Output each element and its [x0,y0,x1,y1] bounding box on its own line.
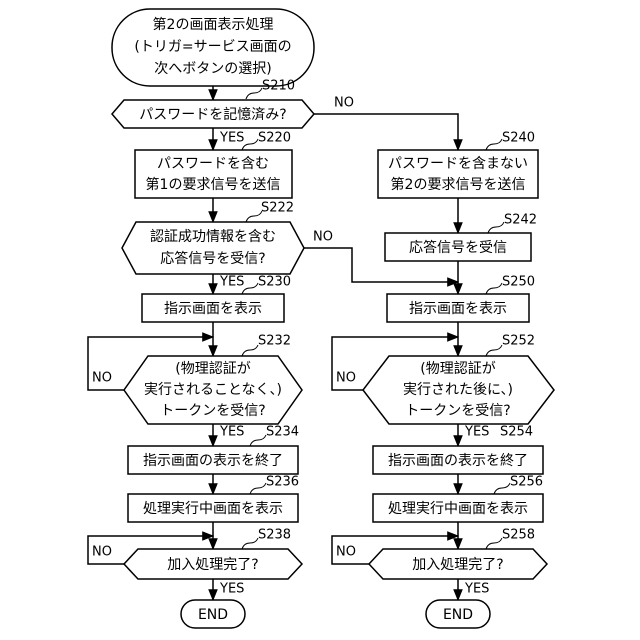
edge-label-s232-yes: YES [219,425,244,440]
step-label-s232: S232 [258,334,291,349]
step-label-s250: S250 [502,275,535,290]
step-label-s258: S258 [502,528,535,543]
process-s254: 指示画面の表示を終了 [373,446,543,474]
edge-label-s258-yes: YES [464,582,489,597]
edge-label-s258-no: NO [336,545,356,560]
svg-text:加入処理完了?: 加入処理完了? [167,557,258,573]
decision-s210: パスワードを記憶済み? [112,100,314,128]
edge-label-s238-yes: YES [219,582,244,597]
svg-text:次へボタンの選択): 次へボタンの選択) [154,61,271,77]
svg-text:第2の画面表示処理: 第2の画面表示処理 [153,16,274,33]
svg-text:(物理認証が: (物理認証が [175,361,250,377]
process-s236: 処理実行中画面を表示 [128,494,298,522]
step-label-s240: S240 [502,131,535,146]
process-s256: 処理実行中画面を表示 [373,494,543,522]
svg-text:実行された後に、): 実行された後に、) [403,382,513,398]
step-label-s230: S230 [258,275,291,290]
step-label-s234: S234 [266,425,299,440]
step-label-s210: S210 [262,79,295,94]
svg-text:認証成功情報を含む: 認証成功情報を含む [150,229,276,245]
svg-text:トークンを受信?: トークンを受信? [405,403,510,419]
step-label-s254: S254 [500,425,533,440]
svg-text:応答信号を受信?: 応答信号を受信? [160,250,265,267]
svg-text:応答信号を受信: 応答信号を受信 [409,239,507,256]
svg-text:処理実行中画面を表示: 処理実行中画面を表示 [143,501,283,517]
svg-text:パスワードを含まない: パスワードを含まない [388,156,528,172]
step-label-s238: S238 [258,528,291,543]
svg-text:指示画面を表示: 指示画面を表示 [164,301,262,317]
svg-text:指示画面の表示を終了: 指示画面の表示を終了 [388,453,528,469]
svg-text:加入処理完了?: 加入処理完了? [412,557,503,573]
process-s240: パスワードを含まない 第2の要求信号を送信 [378,150,538,198]
process-s220: パスワードを含む 第1の要求信号を送信 [135,150,292,198]
edge-label-s210-yes: YES [219,131,244,146]
edge-label-s232-no: NO [92,371,112,386]
process-s230: 指示画面を表示 [142,294,284,322]
decision-s238: 加入処理完了? [124,549,302,579]
edge-label-s252-yes: YES [464,425,489,440]
svg-text:パスワードを含む: パスワードを含む [157,156,269,172]
edge-label-s252-no: NO [336,371,356,386]
decision-s252: (物理認証が 実行された後に、) トークンを受信? [363,356,554,424]
step-label-s220: S220 [258,131,291,146]
svg-text:指示画面の表示を終了: 指示画面の表示を終了 [143,453,283,469]
edge-label-s238-no: NO [92,545,112,560]
end-terminator-left: END [181,600,245,628]
step-label-s236: S236 [266,475,299,490]
svg-text:第1の要求信号を送信: 第1の要求信号を送信 [146,176,281,193]
svg-text:パスワードを記憶済み?: パスワードを記憶済み? [139,106,286,123]
step-label-s242: S242 [504,213,537,228]
edge-label-s222-no: NO [313,230,333,245]
edge-label-s222-yes: YES [219,275,244,290]
process-s250: 指示画面を表示 [387,294,529,322]
decision-s222: 認証成功情報を含む 応答信号を受信? [122,222,304,274]
step-label-s222: S222 [261,201,294,216]
svg-text:END: END [198,607,228,623]
process-s234: 指示画面の表示を終了 [128,446,298,474]
svg-text:処理実行中画面を表示: 処理実行中画面を表示 [388,501,528,517]
svg-text:トークンを受信?: トークンを受信? [160,403,265,419]
svg-text:(トリガ=サービス画面の: (トリガ=サービス画面の [134,39,291,55]
end-terminator-right: END [426,600,490,628]
process-s242: 応答信号を受信 [385,233,531,261]
step-label-s256: S256 [510,475,543,490]
svg-text:実行されることなく、): 実行されることなく、) [144,382,282,398]
svg-text:指示画面を表示: 指示画面を表示 [409,301,507,317]
svg-text:第2の要求信号を送信: 第2の要求信号を送信 [391,176,526,193]
svg-text:(物理認証が: (物理認証が [420,361,495,377]
decision-s258: 加入処理完了? [369,549,547,579]
decision-s232: (物理認証が 実行されることなく、) トークンを受信? [124,356,302,424]
edge-label-s210-no: NO [334,96,354,111]
svg-text:END: END [443,607,473,623]
step-label-s252: S252 [502,334,535,349]
start-terminator: 第2の画面表示処理 (トリガ=サービス画面の 次へボタンの選択) [112,9,314,86]
